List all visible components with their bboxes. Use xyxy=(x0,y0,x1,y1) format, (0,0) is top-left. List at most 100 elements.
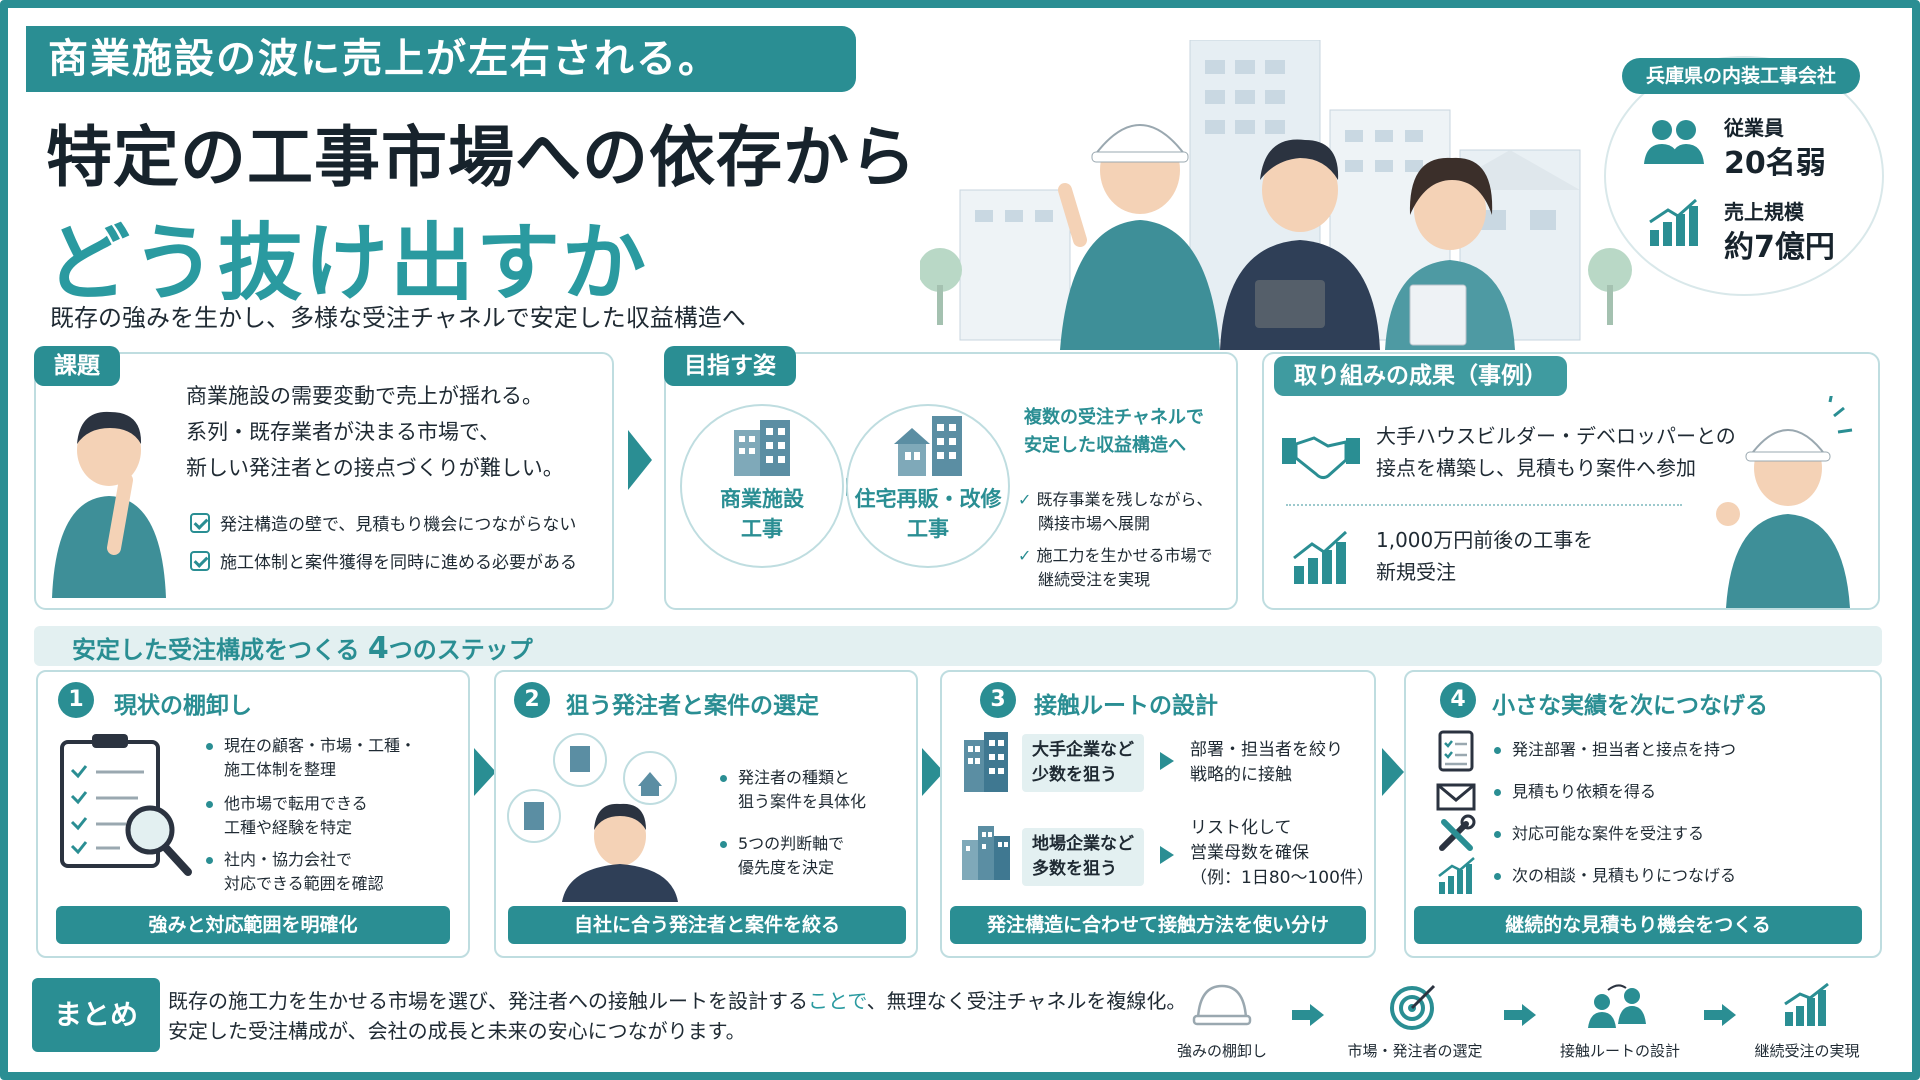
step2-bullet1-line2: 狙う案件を具体化 xyxy=(738,792,867,811)
arrow-right-icon xyxy=(1292,1004,1324,1026)
issue-check2: 施工体制と案件獲得を同時に進める必要がある xyxy=(190,548,577,573)
issue-tag: 課題 xyxy=(34,346,120,386)
step4-bullet2: 見積もり依頼を得る xyxy=(1494,780,1656,804)
steps-title-band xyxy=(34,626,1882,666)
result1-line1: 大手ハウスビルダー・デベロッパーとの xyxy=(1376,424,1736,448)
growth-chart-icon xyxy=(1436,856,1476,896)
step2-bullet1: 発注者の種類と狙う案件を具体化 xyxy=(720,766,866,814)
step4-number: 4 xyxy=(1440,682,1476,718)
summary-text: 既存の施工力を生かせる市場を選び、発注者への接触ルートを設計することで、無理なく… xyxy=(168,986,1186,1046)
check-icon: ✓ xyxy=(1018,546,1032,565)
step2-bullet2: 5つの判断軸で優先度を決定 xyxy=(720,832,844,880)
step1-title: 現状の棚卸し xyxy=(114,693,252,719)
steps-title: 安定した受注構成をつくる 4つのステップ xyxy=(72,630,533,666)
step1-bullet1-line2: 施工体制を整理 xyxy=(224,760,337,779)
worried-worker-illustration xyxy=(44,398,174,598)
mail-icon xyxy=(1436,782,1476,812)
route1-action-line1: 部署・担当者を絞り xyxy=(1190,740,1343,760)
step2-bullet2-line1: 5つの判断軸で xyxy=(738,834,845,853)
businessman-thinking-illustration xyxy=(500,732,710,902)
handshake-icon xyxy=(1280,424,1362,484)
result2-line2: 新規受注 xyxy=(1376,560,1456,584)
route1-target-line2: 少数を狙う xyxy=(1032,765,1117,785)
issue-check2-text: 施工体制と案件獲得を同時に進める必要がある xyxy=(220,553,577,573)
route1-action: 部署・担当者を絞り戦略的に接触 xyxy=(1190,738,1343,788)
helmet-icon xyxy=(1192,982,1252,1026)
goal-item2-line1: 施工力を生かせる市場で xyxy=(1036,546,1213,565)
goal-item1-line1: 既存事業を残しながら、 xyxy=(1036,490,1213,509)
flow-step4-label: 継続受注の実現 xyxy=(1754,1042,1860,1060)
goal-head-2: 安定した収益構造へ xyxy=(1024,435,1186,456)
page-title-line2: どう抜け出すか xyxy=(46,214,649,312)
step3-title: 接触ルートの設計 xyxy=(1034,693,1218,719)
route2-action-line2: 営業母数を確保 xyxy=(1190,843,1309,863)
step1-bullet2-line1: 他市場で転用できる xyxy=(224,794,368,813)
step3-result-bar: 発注構造に合わせて接触方法を使い分け xyxy=(950,906,1366,944)
summary-line1-b: 、無理なく受注チャネルを複線化。 xyxy=(866,989,1187,1013)
summary-line2: 安定した受注構成が、会社の成長と未来の安心につながります。 xyxy=(168,1019,746,1043)
company-tag: 兵庫県の内装工事会社 xyxy=(1622,58,1860,94)
sales-value: 約7億円 xyxy=(1724,230,1835,265)
issue-line3: 新しい発注者との接点づくりが難しい。 xyxy=(186,456,564,480)
summary-line1: 既存の施工力を生かせる市場を選び、発注者への接触ルートを設計することで、無理なく… xyxy=(168,986,1186,1016)
sales-label: 売上規模 xyxy=(1724,200,1804,224)
route2-action-line3: （例：1日80〜100件） xyxy=(1190,868,1374,888)
issue-check1-text: 発注構造の壁で、見積もり機会につながらない xyxy=(220,515,577,535)
flow-step3-label: 接触ルートの設計 xyxy=(1559,1042,1680,1060)
step1-bullet1: 現在の顧客・市場・工種・施工体制を整理 xyxy=(206,734,416,782)
step2-result-bar: 自社に合う発注者と案件を絞る xyxy=(508,906,906,944)
step2-title: 狙う発注者と案件の選定 xyxy=(566,693,819,719)
steps-title-pre: 安定した受注構成をつくる xyxy=(72,636,360,664)
growth-chart-icon xyxy=(1646,196,1702,248)
employees-value: 20名弱 xyxy=(1724,146,1826,181)
header-banner: 商業施設の波に売上が左右される。 xyxy=(26,26,856,92)
goal-head-1: 複数の受注チャネルで xyxy=(1024,407,1204,428)
summary-line1-highlight: ことで xyxy=(808,989,867,1013)
step4-result-bar: 継続的な見積もり機会をつくる xyxy=(1414,906,1862,944)
flow-step1-label: 強みの棚卸し xyxy=(1176,1042,1267,1060)
step1-bullet3-line2: 対応できる範囲を確認 xyxy=(224,874,384,893)
arrow-right-icon xyxy=(1704,1004,1736,1026)
growth-chart-icon xyxy=(1782,982,1832,1028)
circle-commercial-label-1: 商業施設 xyxy=(720,487,804,511)
step1-bullet3: 社内・協力会社で対応できる範囲を確認 xyxy=(206,848,384,896)
issue-check1: 発注構造の壁で、見積もり機会につながらない xyxy=(190,510,576,535)
employees-label: 従業員 xyxy=(1724,116,1784,140)
step2-bullet1-line1: 発注者の種類と xyxy=(738,768,851,787)
checkbox-icon xyxy=(190,550,210,571)
hero-illustration xyxy=(920,40,1640,350)
route1-action-line2: 戦略的に接触 xyxy=(1190,765,1292,785)
chevron-right-icon xyxy=(922,748,944,796)
office-building-icon xyxy=(728,416,796,478)
arrow-right-icon xyxy=(1504,1004,1536,1026)
steps-title-number: 4 xyxy=(367,631,389,666)
company-info-circle xyxy=(1604,56,1884,296)
summary-line1-a: 既存の施工力を生かせる市場を選び、発注者への接触ルートを設計する xyxy=(168,989,808,1013)
step3-number: 3 xyxy=(980,682,1016,718)
step1-result-bar: 強みと対応範囲を明確化 xyxy=(56,906,450,944)
step4-bullet3: 対応可能な案件を受注する xyxy=(1494,822,1704,846)
results-tag: 取り組みの成果（事例） xyxy=(1274,356,1567,396)
step1-bullet3-line1: 社内・協力会社で xyxy=(224,850,353,869)
result2-line1: 1,000万円前後の工事を xyxy=(1376,528,1594,552)
route1-target-line1: 大手企業など xyxy=(1032,740,1134,760)
small-buildings-icon xyxy=(960,818,1012,882)
step2-number: 2 xyxy=(514,682,550,718)
page-title-line1: 特定の工事市場への依存から xyxy=(46,119,917,196)
clipboard-magnifier-icon xyxy=(56,730,196,880)
step4-bullet1: 発注部署・担当者と接点を持つ xyxy=(1494,738,1736,762)
checkbox-icon xyxy=(190,512,210,533)
issue-line2: 系列・既存業者が決まる市場で、 xyxy=(186,420,501,444)
goal-item1: ✓ 既存事業を残しながら、 xyxy=(1018,488,1213,512)
tools-icon xyxy=(1436,814,1476,854)
people-icon xyxy=(1642,116,1706,166)
goal-tag: 目指す姿 xyxy=(664,346,796,386)
route2-target: 地場企業など多数を狙う xyxy=(1022,828,1144,886)
goal-item2: ✓ 施工力を生かせる市場で xyxy=(1018,544,1213,568)
check-icon: ✓ xyxy=(1018,490,1032,509)
route1-target: 大手企業など少数を狙う xyxy=(1022,734,1144,792)
route2-action: リスト化して営業母数を確保（例：1日80〜100件） xyxy=(1190,816,1374,891)
step1-bullet1-line1: 現在の顧客・市場・工種・ xyxy=(224,736,417,755)
checklist-icon xyxy=(1436,728,1476,772)
